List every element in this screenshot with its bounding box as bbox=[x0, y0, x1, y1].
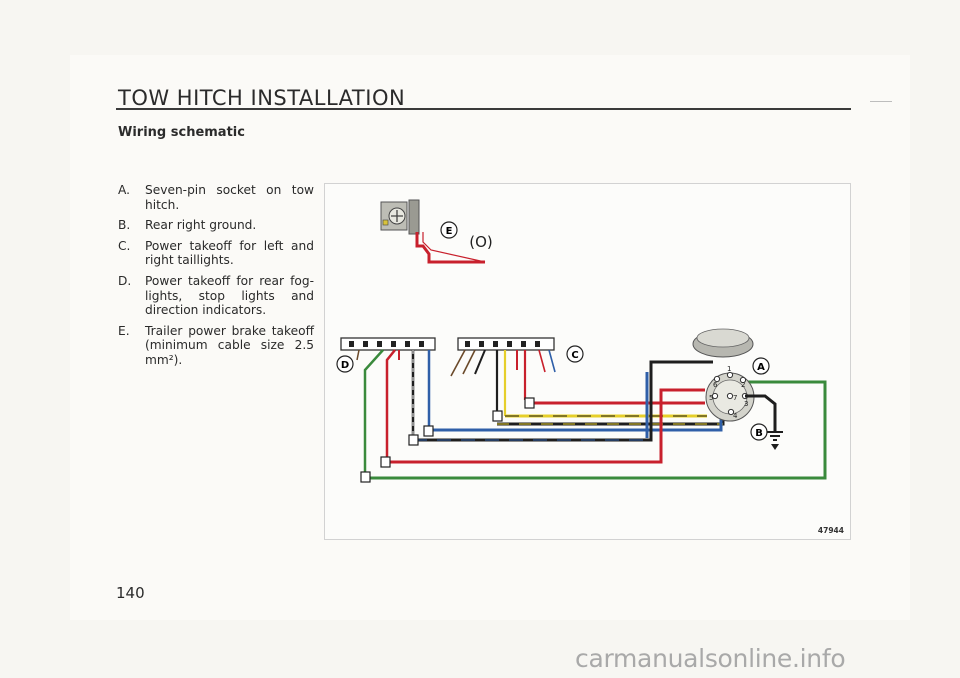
legend-list: A. Seven-pin socket on tow hitch. B. Rea… bbox=[118, 183, 314, 374]
pin-5: 5 bbox=[709, 394, 713, 402]
callout-a: A bbox=[752, 357, 770, 375]
legend-item-e: E. Trailer power brake takeoff (minimum … bbox=[118, 324, 314, 368]
figure-number: 47944 bbox=[817, 526, 844, 535]
legend-text: Seven-pin socket on tow hitch. bbox=[145, 183, 314, 212]
legend-text: Trailer power brake takeoff (minimum cab… bbox=[145, 323, 314, 367]
callout-c: C bbox=[566, 345, 584, 363]
connector-c bbox=[457, 337, 555, 351]
seven-pin-socket: 6 1 2 3 4 5 7 bbox=[692, 328, 777, 432]
callout-c-label: C bbox=[571, 350, 578, 361]
legend-key: B. bbox=[118, 218, 131, 233]
inline-connectors bbox=[360, 397, 535, 483]
page-number: 140 bbox=[116, 584, 145, 602]
legend-key: D. bbox=[118, 273, 132, 288]
section-subtitle: Wiring schematic bbox=[118, 125, 245, 140]
wiring-diagram: E (O) D C bbox=[336, 199, 827, 483]
legend-key: A. bbox=[118, 183, 130, 197]
legend-item-d: D. Power takeoff for rear fog-lights, st… bbox=[118, 274, 314, 318]
pin-1: 1 bbox=[727, 365, 731, 373]
pin-7: 7 bbox=[733, 394, 737, 402]
pin-4: 4 bbox=[733, 412, 738, 420]
pin-2: 2 bbox=[741, 381, 745, 389]
title-rule-tail bbox=[870, 101, 892, 102]
brake-takeoff-connector bbox=[380, 199, 486, 264]
legend-key: E. bbox=[118, 323, 130, 338]
legend-item-a: A. Seven-pin socket on tow hitch. bbox=[118, 183, 314, 212]
connector-d bbox=[340, 337, 436, 351]
pin-3: 3 bbox=[744, 400, 748, 408]
callout-b: B bbox=[750, 423, 768, 441]
callout-e: E bbox=[440, 221, 458, 239]
pin-6: 6 bbox=[713, 381, 718, 389]
ground-symbol bbox=[767, 431, 783, 450]
callout-d-label: D bbox=[341, 360, 349, 371]
callout-d: D bbox=[336, 355, 354, 373]
callout-e-label: E bbox=[446, 226, 453, 237]
bulb-symbol: (O) bbox=[469, 233, 493, 251]
wiring-schematic-figure: E (O) D C bbox=[324, 183, 851, 540]
legend-key: C. bbox=[118, 238, 131, 253]
callout-b-label: B bbox=[755, 428, 763, 439]
watermark: carmanualsonline.info bbox=[575, 644, 846, 673]
page-title: TOW HITCH INSTALLATION bbox=[118, 86, 406, 110]
connector-d-wires bbox=[356, 349, 431, 480]
socket-harness bbox=[365, 360, 827, 480]
connector-c-wires bbox=[450, 349, 556, 416]
legend-item-c: C. Power takeoff for left and right tail… bbox=[118, 239, 314, 268]
legend-text: Power takeoff for rear fog-lights, stop … bbox=[145, 273, 314, 318]
legend-text: Power takeoff for left and right taillig… bbox=[145, 238, 314, 268]
legend-text: Rear right ground. bbox=[145, 218, 257, 233]
legend-item-b: B. Rear right ground. bbox=[118, 218, 314, 233]
title-rule bbox=[116, 108, 851, 110]
callout-a-label: A bbox=[757, 362, 765, 373]
